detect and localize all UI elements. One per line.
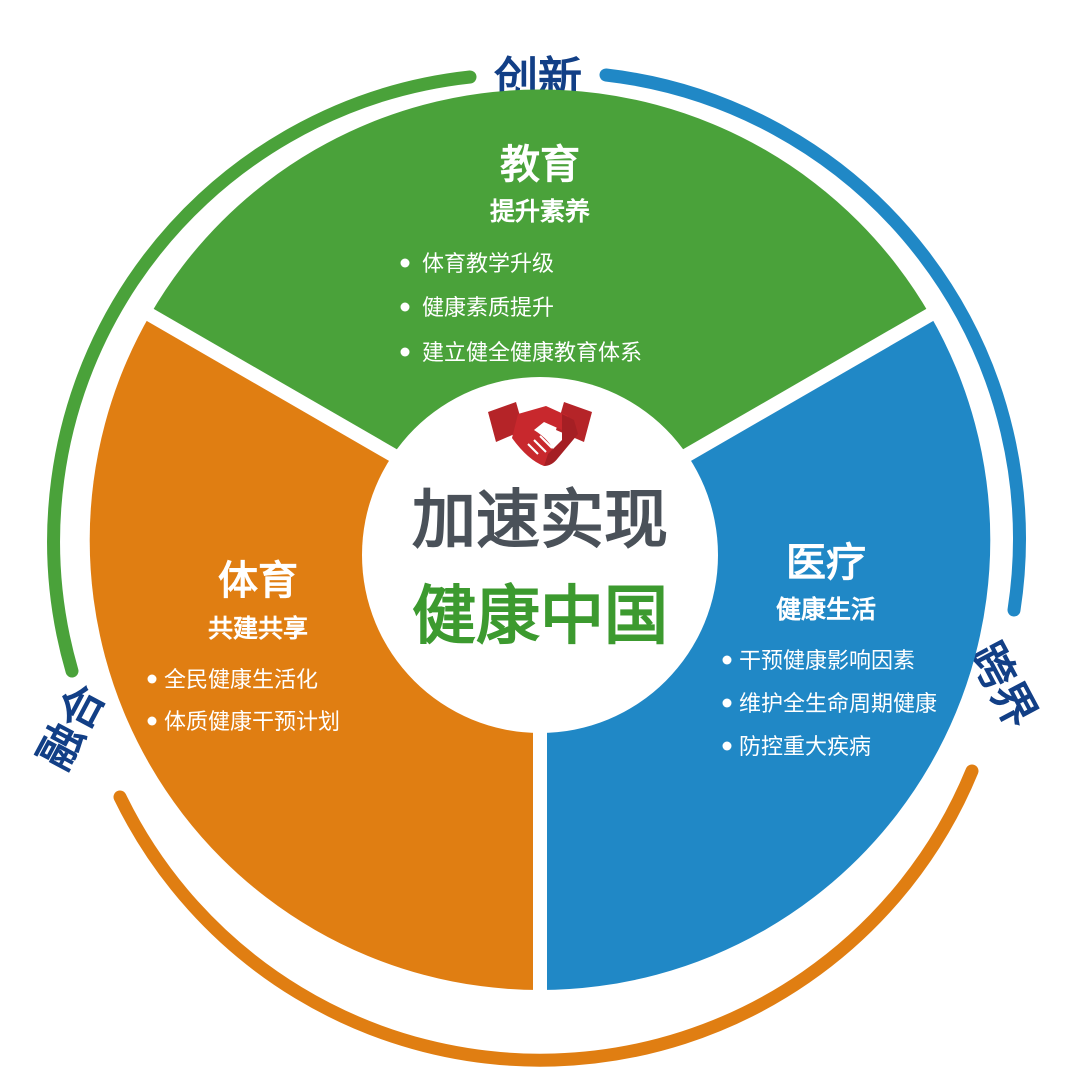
center-circle xyxy=(362,377,718,733)
bullet-dot xyxy=(722,655,732,665)
education-text: 教育 提升素养 体育教学升级 健康素质提升 建立健全健康教育体系 xyxy=(400,142,642,366)
medical-subtitle: 健康生活 xyxy=(776,595,876,624)
education-subtitle: 提升素养 xyxy=(490,197,590,226)
bullet-dot xyxy=(400,347,410,357)
medical-item-1: 干预健康影响因素 xyxy=(739,649,915,674)
medical-text: 医疗 健康生活 干预健康影响因素 维护全生命周期健康 防控重大疾病 xyxy=(722,540,937,760)
education-item-1: 体育教学升级 xyxy=(422,252,554,277)
sports-title: 体育 xyxy=(218,558,298,604)
education-item-2: 健康素质提升 xyxy=(422,296,554,321)
bullet-dot xyxy=(147,716,157,726)
bullet-dot xyxy=(722,741,732,751)
medical-title: 医疗 xyxy=(786,540,866,586)
outer-ring xyxy=(47,68,1026,1067)
ring-arc-orange xyxy=(113,764,979,1067)
ring-arc-green xyxy=(47,70,477,678)
bullet-dot xyxy=(147,674,157,684)
center-line1: 加速实现 xyxy=(412,484,668,558)
bullet-dot xyxy=(722,698,732,708)
ring-label-left: 融合 xyxy=(29,676,115,778)
sports-item-2: 体质健康干预计划 xyxy=(164,710,340,735)
sports-item-1: 全民健康生活化 xyxy=(164,668,318,693)
medical-item-3: 防控重大疾病 xyxy=(739,735,871,760)
sports-text: 体育 共建共享 全民健康生活化 体质健康干预计划 xyxy=(147,558,340,735)
ring-arc-blue xyxy=(599,68,1026,617)
center-line2: 健康中国 xyxy=(412,580,668,654)
education-title: 教育 xyxy=(500,142,580,188)
bullet-dot xyxy=(400,302,410,312)
education-item-3: 建立健全健康教育体系 xyxy=(422,341,642,366)
medical-item-2: 维护全生命周期健康 xyxy=(739,692,937,717)
handshake-icon xyxy=(488,402,592,466)
sports-subtitle: 共建共享 xyxy=(208,614,308,643)
bullet-dot xyxy=(400,258,410,268)
